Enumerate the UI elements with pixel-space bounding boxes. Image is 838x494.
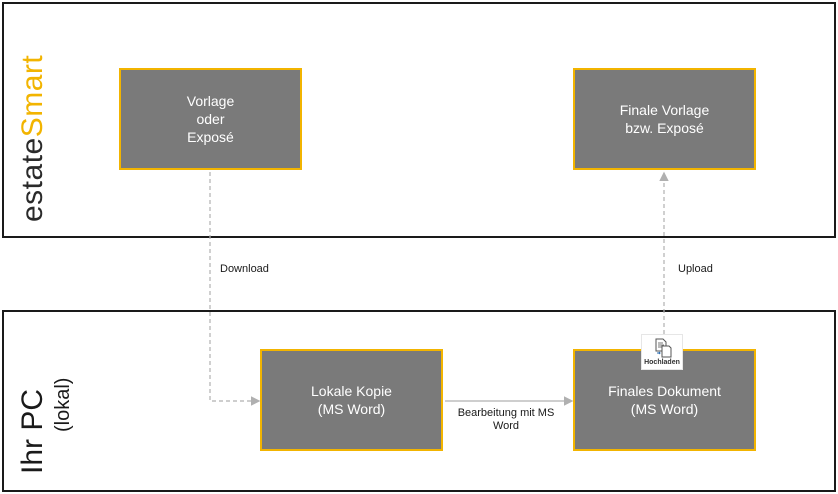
box-line: Finale Vorlage [619,102,710,118]
vorlage-expose-box: Vorlage oder Exposé [119,68,302,170]
hochladen-label: Hochladen [644,359,680,366]
box-line: Finales Dokument [608,383,721,399]
box-line: Lokale Kopie [311,383,392,399]
download-label: Download [220,263,269,276]
document-upload-icon [655,338,672,358]
hochladen-button[interactable]: Hochladen [641,334,683,370]
finale-vorlage-box: Finale Vorlage bzw. Exposé [573,68,756,170]
box-line: (MS Word) [317,401,386,417]
bearbeitung-label: Bearbeitung mit MS Word [452,407,560,433]
box-line: (MS Word) [630,401,699,417]
upload-label: Upload [678,263,713,276]
box-line: bzw. Exposé [625,120,704,136]
box-line: Vorlage [186,93,235,109]
download-connector [209,172,261,406]
lokale-kopie-box: Lokale Kopie (MS Word) [260,349,443,451]
box-line: Exposé [187,129,234,145]
box-line: oder [196,111,225,127]
